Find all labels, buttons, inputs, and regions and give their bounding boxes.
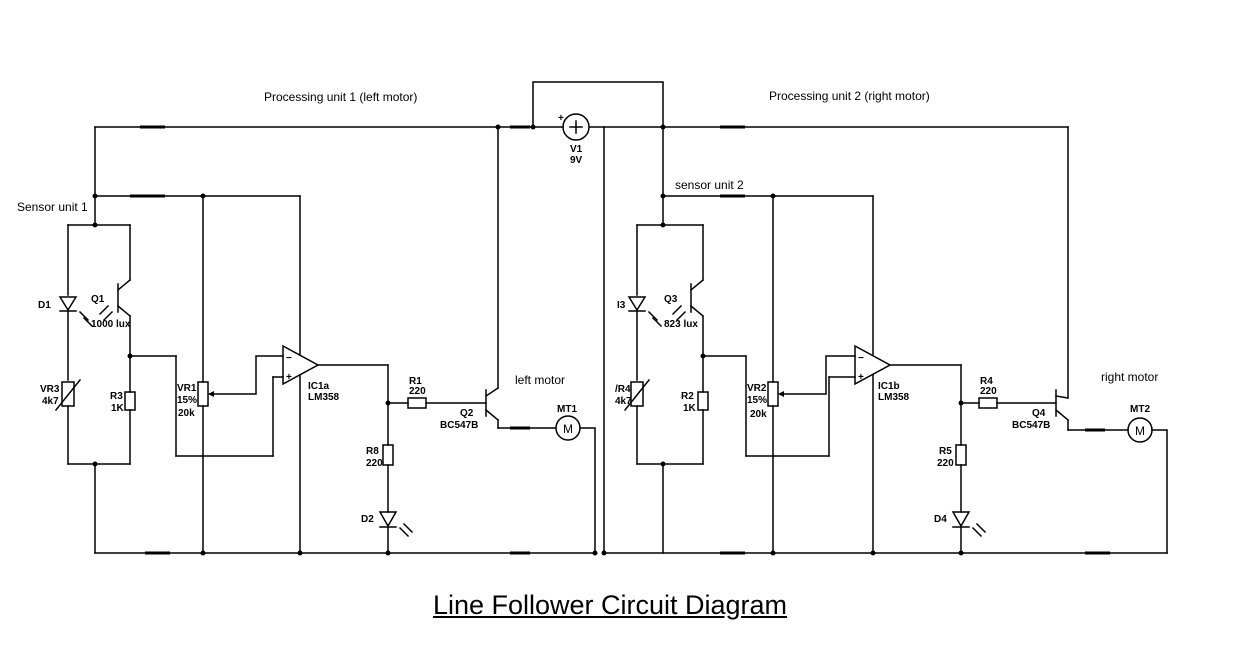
q2-value: BC547B — [440, 420, 478, 431]
vr3-value: 4k7 — [42, 396, 59, 407]
vr2-value: 15% — [747, 395, 767, 406]
vr4-name: /R4 — [615, 384, 631, 395]
r1-value: 220 — [409, 386, 426, 397]
right-motor-label: right motor — [1101, 370, 1158, 384]
vr3-name: VR3 — [40, 384, 60, 395]
r2-value: 1K — [683, 403, 697, 414]
mt1-symbol: M — [563, 422, 573, 436]
q4-value: BC547B — [1012, 420, 1050, 431]
sensor-unit-1-label: Sensor unit 1 — [17, 200, 88, 214]
diagram-title: Line Follower Circuit Diagram — [432, 590, 788, 620]
ic1b-plus: + — [858, 372, 864, 383]
q1-value: 1000 lux — [91, 319, 131, 330]
junctions-unit-2 — [601, 124, 964, 556]
r8-value: 220 — [366, 458, 383, 469]
processing-unit-1-label: Processing unit 1 (left motor) — [264, 90, 417, 104]
vr2-value2: 20k — [750, 409, 767, 420]
r8-name: R8 — [366, 446, 379, 457]
section-labels: Processing unit 1 (left motor) Processin… — [17, 89, 1158, 387]
vr1-value2: 20k — [178, 408, 195, 419]
r4-name: R4 — [980, 376, 993, 387]
ic1a-name: IC1a — [308, 381, 330, 392]
left-motor-label: left motor — [515, 373, 565, 387]
ic1b-minus: − — [858, 353, 864, 364]
mt2-name: MT2 — [1130, 404, 1150, 415]
vr1-value: 15% — [177, 395, 197, 406]
vr1-name: VR1 — [177, 383, 197, 394]
v1-name: V1 — [570, 144, 583, 155]
supply-wiring — [94, 81, 1168, 555]
r2-name: R2 — [681, 391, 694, 402]
d1-name: D1 — [38, 300, 51, 311]
q3-name: Q3 — [664, 294, 678, 305]
processing-unit-2-label: Processing unit 2 (right motor) — [769, 89, 930, 103]
battery-v1: + V1 9V — [558, 113, 590, 166]
vr4-value: 4k7 — [615, 396, 632, 407]
q3-value: 823 lux — [664, 319, 698, 330]
ic1a-minus: − — [286, 353, 292, 364]
vr2-name: VR2 — [747, 383, 767, 394]
sensor-unit-1: − + M — [54, 195, 596, 554]
mt2-symbol: M — [1135, 424, 1145, 438]
r3-value: 1K — [111, 403, 125, 414]
sensor-unit-2: − + M — [623, 195, 1168, 554]
ic1a-value: LM358 — [308, 392, 340, 403]
component-labels-unit-2: I3 Q3 823 lux /R4 4k7 R2 1K VR2 15% 20k … — [615, 294, 1150, 525]
r5-value: 220 — [937, 458, 954, 469]
battery-plus-label: + — [558, 113, 564, 124]
d4-name: D4 — [934, 514, 947, 525]
q2-name: Q2 — [460, 408, 474, 419]
r4-value: 220 — [980, 386, 997, 397]
sensor-unit-2-label: sensor unit 2 — [675, 178, 744, 192]
mt1-name: MT1 — [557, 404, 577, 415]
junctions-unit-1 — [92, 124, 598, 556]
component-labels-unit-1: D1 Q1 1000 lux VR3 4k7 R3 1K VR1 15% 20k… — [38, 294, 577, 525]
r5-name: R5 — [939, 446, 952, 457]
d2-name: D2 — [361, 514, 374, 525]
v1-value: 9V — [570, 155, 583, 166]
ic1b-value: LM358 — [878, 392, 910, 403]
d3-name: I3 — [617, 300, 626, 311]
ic1a-plus: + — [286, 372, 292, 383]
r1-name: R1 — [409, 376, 422, 387]
ic1b-name: IC1b — [878, 381, 900, 392]
q1-name: Q1 — [91, 294, 105, 305]
q4-name: Q4 — [1032, 408, 1046, 419]
r3-name: R3 — [110, 391, 123, 402]
